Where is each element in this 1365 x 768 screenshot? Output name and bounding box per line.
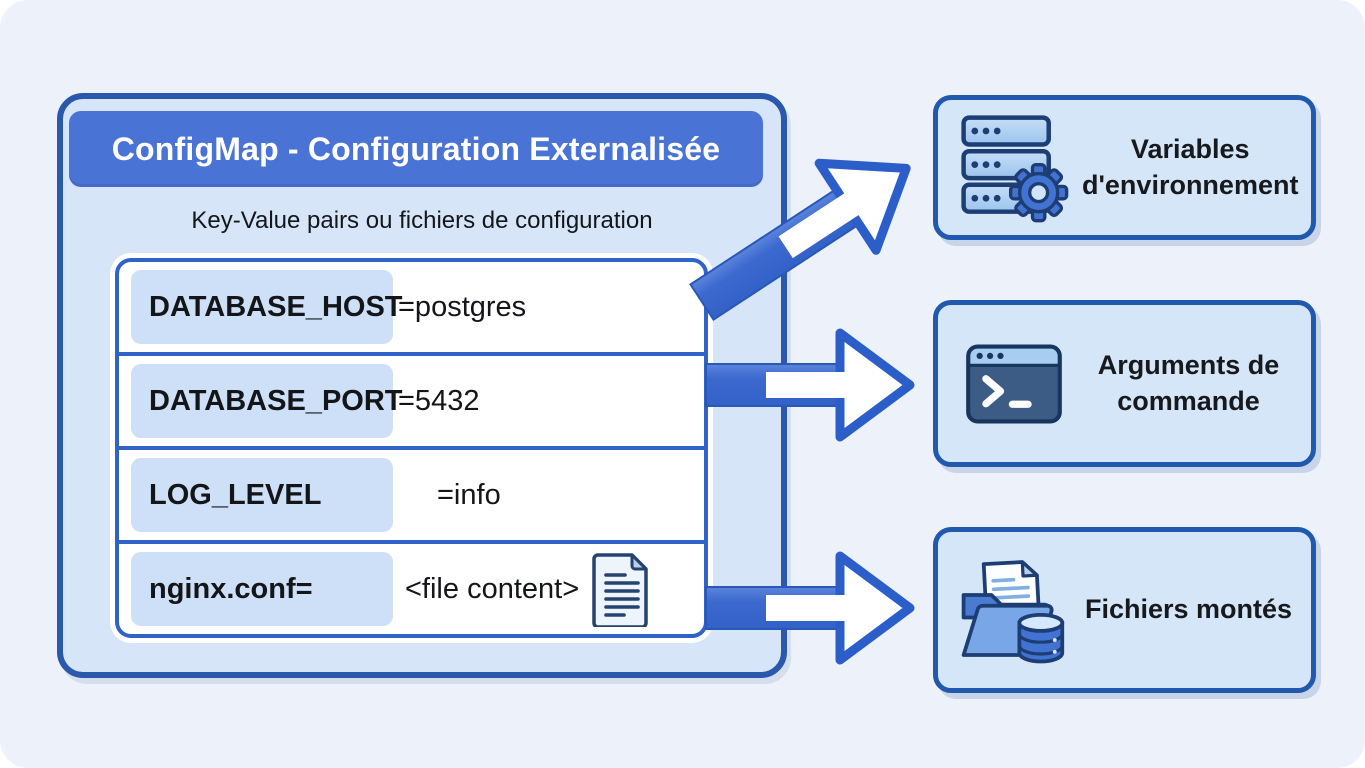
target-card-command-args: Arguments de commande [933,300,1316,467]
kv-row-database-port: DATABASE_PORT =5432 [119,356,704,450]
kv-key: DATABASE_HOST [131,270,403,344]
folder-files-icon [961,560,1065,664]
target-card-env-variables: Variables d'environnement [933,95,1316,240]
target-label: Variables d'environnement [1082,134,1299,200]
kv-key: DATABASE_PORT [131,364,403,438]
configmap-subtitle: Key-Value pairs ou fichiers de configura… [191,207,653,234]
kv-row-log-level: LOG_LEVEL =info [119,450,704,544]
kv-row-nginx-conf: nginx.conf= <file content> [119,544,704,634]
file-content-icon [592,553,648,627]
kv-value: =postgres [398,290,527,323]
configmap-title: ConfigMap - Configuration Externalisée [111,130,721,167]
configmap-card: ConfigMap - Configuration Externalisée K… [57,93,787,678]
kv-value: =5432 [398,384,480,417]
kv-key: nginx.conf= [131,552,393,626]
configmap-title-banner: ConfigMap - Configuration Externalisée [69,111,763,187]
kv-row-database-host: DATABASE_HOST =postgres [119,262,704,356]
kv-value: <file content> [405,572,580,605]
key-value-table: DATABASE_HOST =postgres DATABASE_PORT =5… [115,258,708,638]
terminal-icon [966,343,1062,424]
target-card-mounted-files: Fichiers montés [933,527,1316,693]
server-gear-icon [961,114,1069,222]
icon-wrap [954,112,1074,224]
icon-wrap [954,556,1074,664]
target-label: Fichiers montés [1084,594,1293,625]
target-label: Arguments de commande [1097,350,1280,416]
icon-wrap [954,332,1074,436]
kv-value: =info [437,478,501,511]
kv-key: LOG_LEVEL [131,458,393,532]
